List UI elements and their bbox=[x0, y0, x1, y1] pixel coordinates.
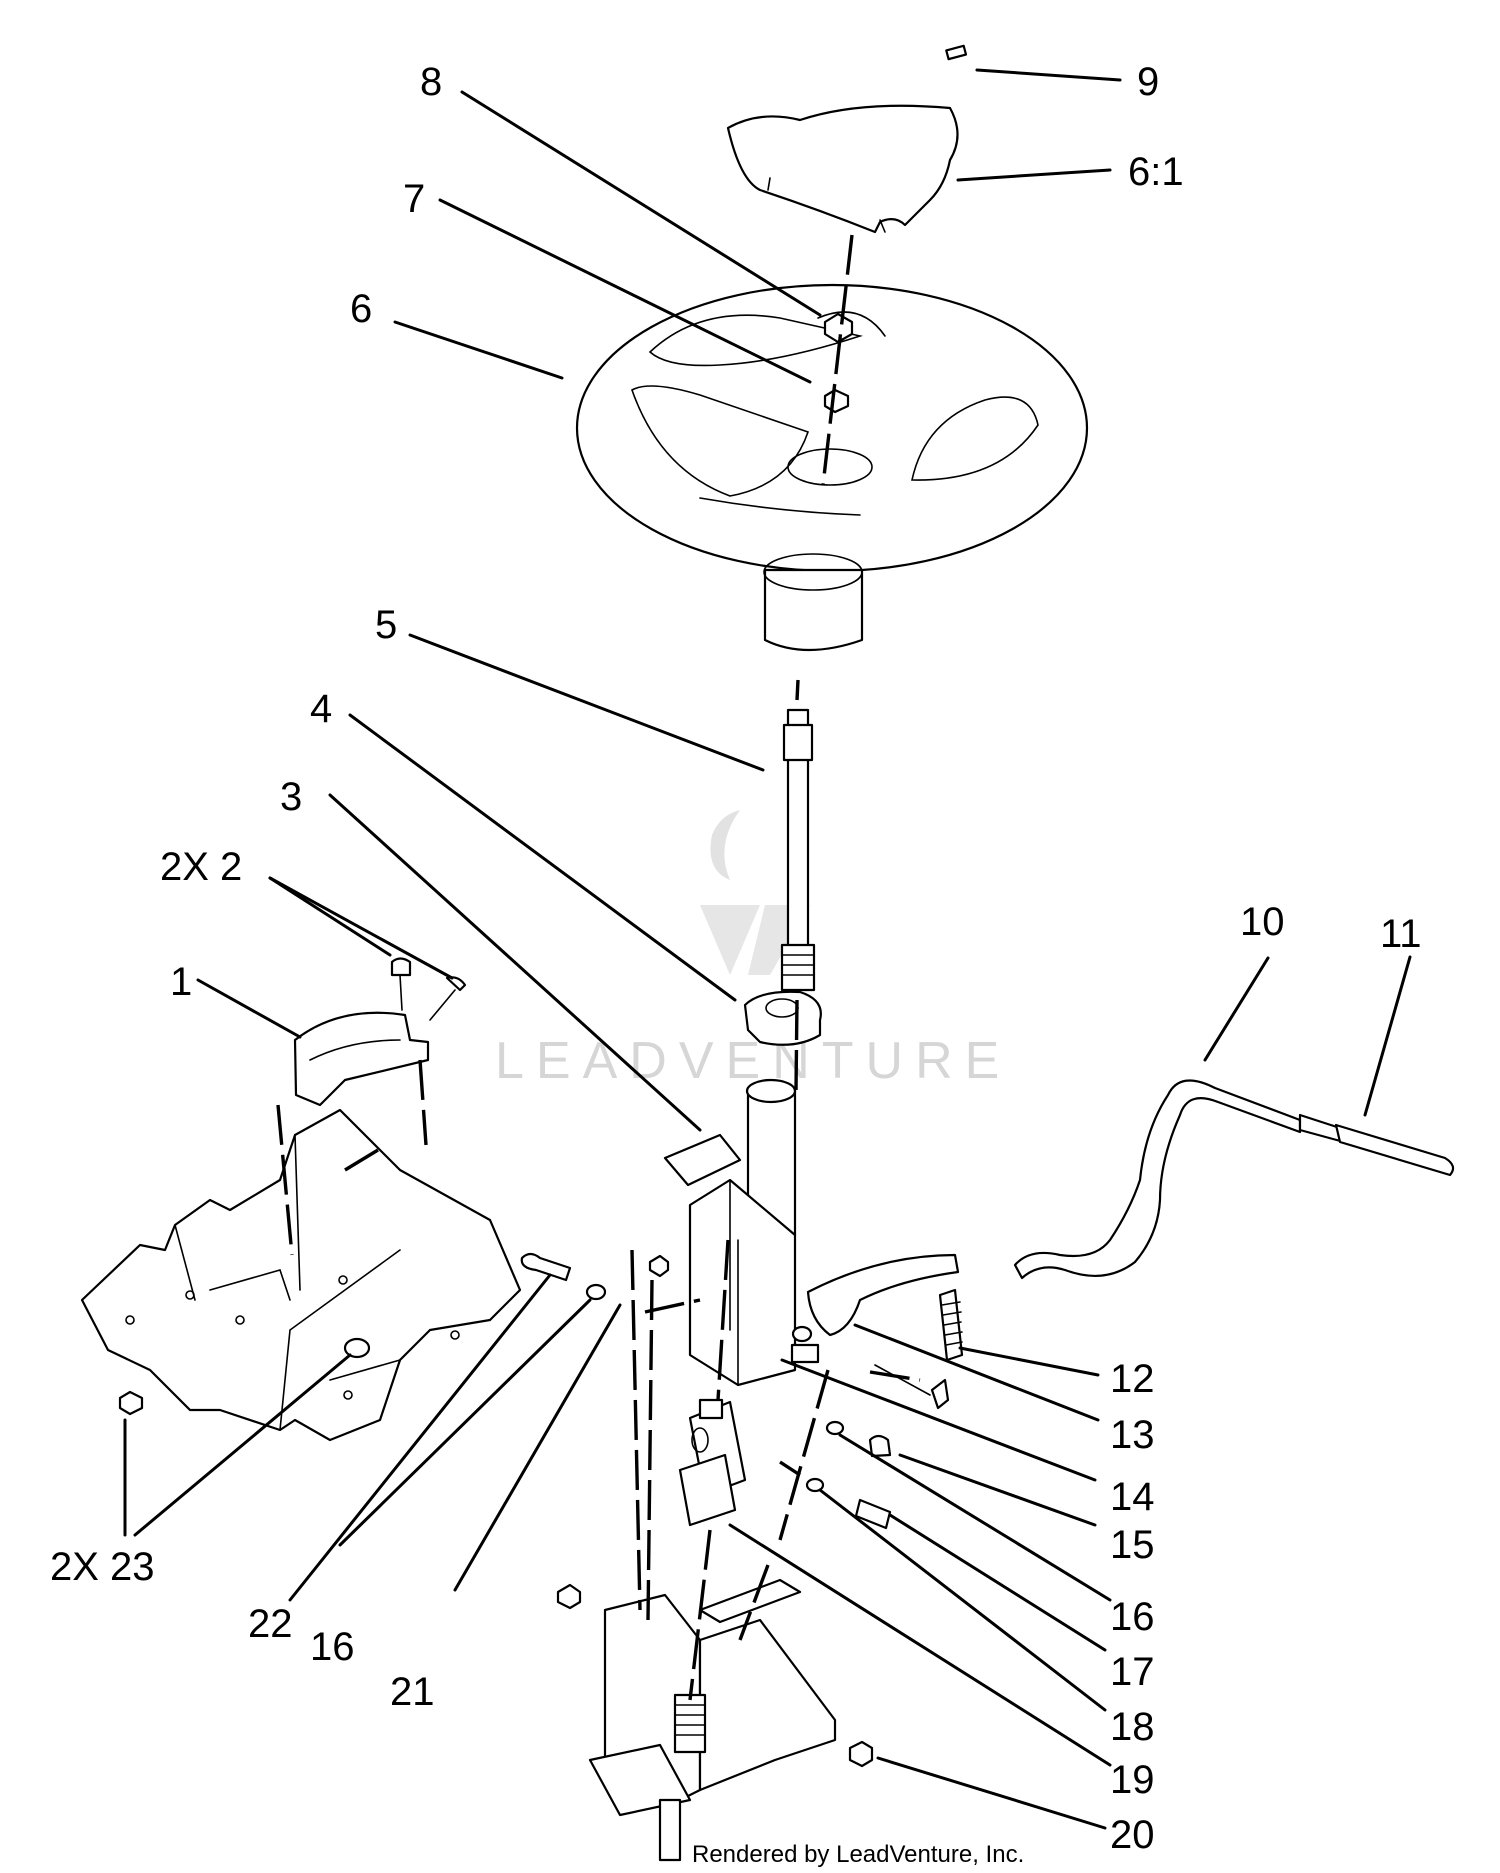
callout-13: 13 bbox=[1110, 1413, 1155, 1457]
callout-8: 8 bbox=[420, 60, 442, 104]
callout-5: 5 bbox=[375, 603, 397, 647]
hardware-bolts bbox=[118, 957, 892, 1768]
callout-1: 1 bbox=[170, 960, 192, 1004]
mounting-bracket bbox=[293, 1011, 430, 1107]
callout-12: 12 bbox=[1110, 1357, 1155, 1401]
steering-wheel-cap bbox=[726, 44, 968, 234]
footer-credit: Rendered by LeadVenture, Inc. bbox=[692, 1841, 1024, 1868]
callout-2x-2: 2X 2 bbox=[160, 845, 242, 889]
callout-15: 15 bbox=[1110, 1523, 1155, 1567]
steering-shaft bbox=[780, 708, 816, 992]
callout-19: 19 bbox=[1110, 1758, 1155, 1802]
callout-7: 7 bbox=[403, 177, 425, 221]
callout-2x-23: 2X 23 bbox=[50, 1545, 155, 1589]
callout-6-1: 6:1 bbox=[1128, 150, 1184, 194]
assembly-axes bbox=[276, 234, 921, 1701]
universal-joint bbox=[678, 1398, 747, 1527]
callout-16-left: 16 bbox=[310, 1625, 355, 1669]
steering-gear-arm bbox=[806, 1253, 964, 1410]
callout-18: 18 bbox=[1110, 1705, 1155, 1749]
frame-plate bbox=[80, 1108, 522, 1442]
callout-10: 10 bbox=[1240, 900, 1285, 944]
steering-column-support bbox=[663, 1078, 797, 1387]
callout-labels: 1 2X 2 3 4 5 6 7 8 9 6:1 10 11 12 13 14 … bbox=[50, 60, 1422, 1857]
callout-20: 20 bbox=[1110, 1813, 1155, 1857]
callout-17: 17 bbox=[1110, 1650, 1155, 1694]
callout-9: 9 bbox=[1137, 60, 1159, 104]
tie-rod-assembly bbox=[1013, 1079, 1455, 1280]
watermark-text: LEADVENTURE bbox=[495, 1032, 1011, 1090]
callout-14: 14 bbox=[1110, 1475, 1155, 1519]
steering-wheel bbox=[575, 283, 1089, 652]
callout-16-right: 16 bbox=[1110, 1595, 1155, 1639]
leader-lines bbox=[123, 68, 1412, 1830]
bushing bbox=[743, 990, 822, 1046]
watermark: LEADVENTURE bbox=[495, 810, 1011, 1090]
lower-bracket bbox=[588, 1578, 837, 1862]
callout-3: 3 bbox=[280, 775, 302, 819]
callout-11: 11 bbox=[1380, 912, 1422, 956]
callout-4: 4 bbox=[310, 687, 332, 731]
callout-21: 21 bbox=[390, 1670, 435, 1714]
callout-22: 22 bbox=[248, 1602, 293, 1646]
callout-6: 6 bbox=[350, 287, 372, 331]
